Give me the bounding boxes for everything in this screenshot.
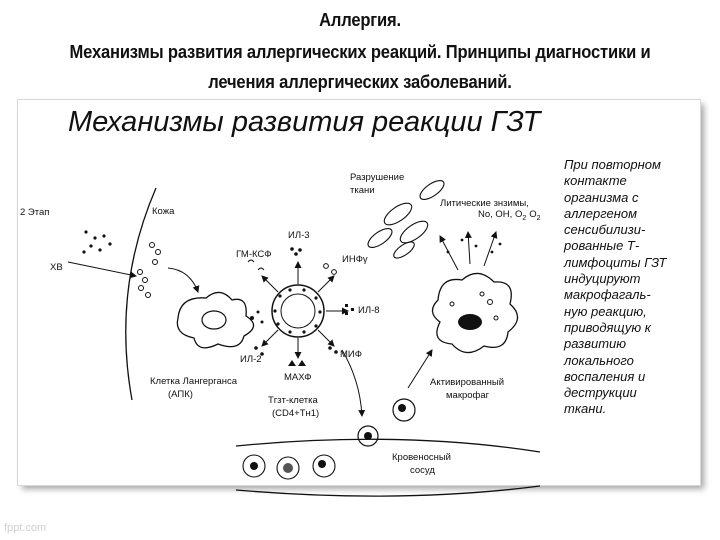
vessel-wall-bottom (236, 486, 540, 496)
tissue-destruction-label-2: ткани (350, 185, 375, 196)
vessel-label-2: сосуд (410, 465, 435, 476)
antigen-dots (82, 230, 111, 253)
tcell-subset-label: (CD4+Тн1) (272, 408, 319, 419)
watermark: fppt.com (4, 522, 46, 534)
skin-label: Кожа (152, 206, 175, 217)
langerhans-label: Клетка Лангерганса (150, 376, 238, 387)
damaged-tissue-cells (365, 177, 447, 261)
gmcsf-symbols (248, 260, 264, 270)
gmcsf-label: ГМ-КСФ (236, 249, 272, 260)
hapten-complexes (138, 243, 161, 298)
mahf-label: МАХФ (284, 372, 312, 383)
langerhans-nucleus (202, 311, 226, 329)
blood-cells (243, 455, 335, 479)
stage-label: 2 Этап (20, 207, 49, 218)
vessel-wall-top (236, 439, 540, 452)
vessel-label: Кровеносный (392, 452, 451, 463)
langerhans-cell (177, 292, 253, 347)
ifn-label: ИНФγ (342, 254, 368, 265)
t-cell-nucleus (281, 294, 315, 328)
antigen-uptake-arrow (168, 268, 198, 292)
macrophage-label: Активированный (430, 377, 504, 388)
mif-label: МИФ (340, 349, 362, 360)
activated-macrophage (432, 273, 517, 352)
tissue-destruction-label: Разрушение (350, 172, 404, 183)
il2-label: ИЛ-2 (240, 354, 262, 365)
tcell-label: Тгзт-клетка (268, 395, 319, 406)
lytic-enzymes-label: Литические знзимы, (440, 198, 529, 209)
macrophage-label-2: макрофаг (446, 390, 490, 401)
ifn-symbols (324, 264, 337, 275)
hv-arrow (68, 262, 136, 276)
langerhans-apc-label: (АПК) (168, 389, 193, 400)
monocyte-arrow (408, 350, 432, 388)
macrophage-nucleus (458, 314, 482, 330)
skin-line (126, 188, 156, 400)
t-cell (272, 285, 324, 337)
hv-label: ХВ (50, 262, 63, 273)
il3-label: ИЛ-3 (288, 230, 310, 241)
il8-label: ИЛ-8 (358, 305, 380, 316)
